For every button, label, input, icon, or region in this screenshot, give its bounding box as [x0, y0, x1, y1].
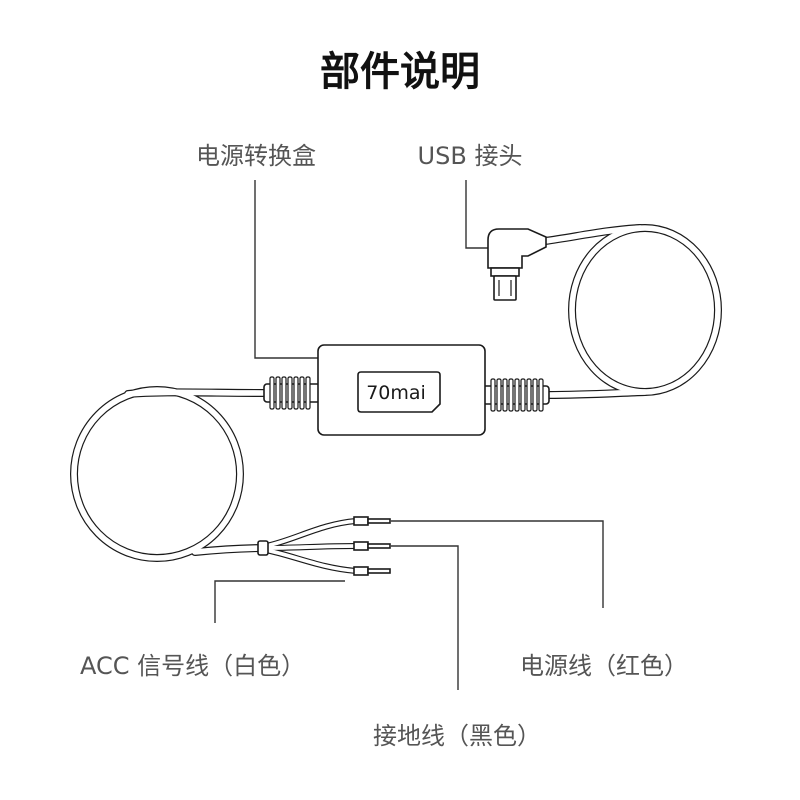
- left-strain-relief: [263, 376, 321, 410]
- brand-label-plate: [357, 371, 441, 413]
- page-title: 部件说明: [320, 49, 480, 95]
- usb-connector-leader-line: [465, 180, 489, 249]
- power-converter-box: 70mai: [317, 344, 486, 436]
- right-cable-loop: [541, 224, 722, 399]
- left-cable-loop: [70, 386, 272, 562]
- usb-connector-body: [487, 228, 547, 269]
- ground-wire-tip: [353, 541, 369, 551]
- power-box-label: 电源转换盒: [196, 142, 316, 170]
- power-wire-tip: [353, 516, 369, 526]
- acc-wire-label: ACC 信号线（白色）: [80, 652, 305, 680]
- right-strain-relief: [482, 378, 550, 412]
- power-wire-leader-line: [391, 520, 604, 608]
- brand-logo-text: 70mai: [366, 382, 426, 404]
- acc-wire-tip: [353, 566, 369, 576]
- usb-connector: [487, 228, 547, 301]
- usb-plug-collar: [490, 267, 520, 277]
- power-wire-label: 电源线（红色）: [520, 652, 688, 680]
- ground-wire-leader-line: [391, 545, 459, 690]
- ground-wire-label: 接地线（黑色）: [373, 722, 541, 750]
- usb-connector-label: USB 接头: [418, 142, 523, 170]
- split-wires: [257, 516, 391, 576]
- usb-plug: [493, 275, 517, 301]
- power-box-leader-line: [254, 180, 318, 359]
- acc-wire-leader-line: [214, 580, 345, 623]
